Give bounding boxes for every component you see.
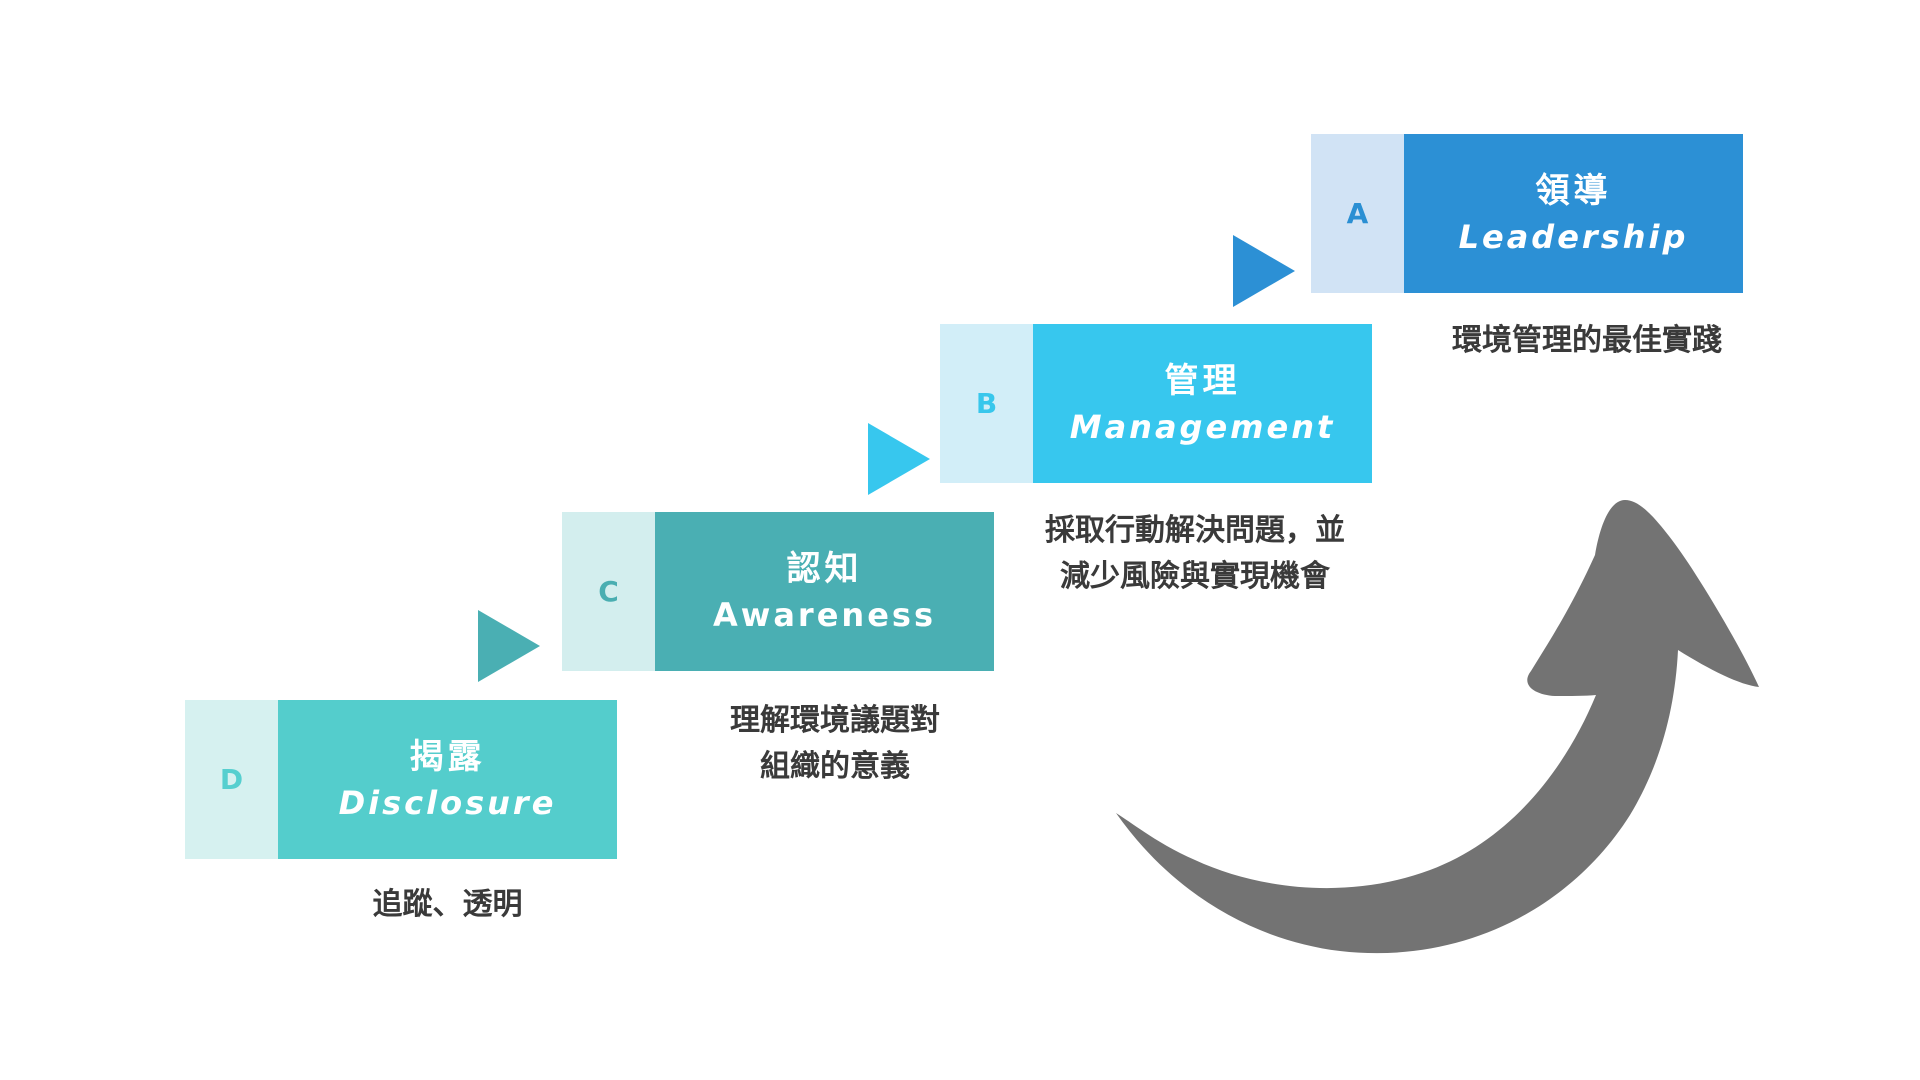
step-b-title-en: Management [1069, 407, 1336, 446]
step-c-description-line-1: 理解環境議題對 [730, 703, 940, 738]
step-a-title-zh: 領導 [1535, 170, 1612, 211]
step-d-title-zh: 揭露 [409, 736, 486, 777]
step-a-leadership: A 領導 Leadership [1311, 134, 1743, 293]
step-a-description: 環境管理的最佳實踐 [1392, 318, 1782, 364]
curved-arrow-shape [1116, 500, 1759, 954]
step-c-awareness: C 認知 Awareness [562, 512, 994, 671]
step-d-letter: D [185, 700, 278, 859]
step-c-description: 理解環境議題對 組織的意義 [620, 698, 1050, 790]
step-a-description-line: 環境管理的最佳實踐 [1452, 323, 1722, 358]
step-c-title-en: Awareness [713, 595, 936, 634]
step-d-title-en: Disclosure [338, 783, 557, 822]
step-b-management: B 管理 Management [940, 324, 1372, 483]
connector-arrow-1-icon [478, 610, 540, 682]
step-b-letter: B [940, 324, 1033, 483]
step-c-title-block: 認知 Awareness [655, 512, 994, 671]
step-b-description: 採取行動解決問題，並 減少風險與實現機會 [1000, 508, 1390, 600]
step-a-title-block: 領導 Leadership [1404, 134, 1743, 293]
step-b-description-line-2: 減少風險與實現機會 [1060, 559, 1330, 594]
step-d-title-block: 揭露 Disclosure [278, 700, 617, 859]
curved-growth-arrow-icon [1116, 500, 1759, 954]
step-a-letter: A [1311, 134, 1404, 293]
step-b-title-block: 管理 Management [1033, 324, 1372, 483]
step-d-description-line: 追蹤、透明 [372, 887, 523, 922]
step-d-description: 追蹤、透明 [185, 882, 710, 928]
connector-arrow-3-icon [1233, 235, 1295, 307]
step-c-title-zh: 認知 [786, 548, 863, 589]
step-b-description-line-1: 採取行動解決問題，並 [1045, 513, 1345, 548]
connector-arrow-2-icon [868, 423, 930, 495]
step-d-disclosure: D 揭露 Disclosure [185, 700, 617, 859]
step-c-description-line-2: 組織的意義 [760, 749, 910, 784]
step-a-title-en: Leadership [1458, 217, 1689, 256]
step-b-title-zh: 管理 [1164, 360, 1241, 401]
step-c-letter: C [562, 512, 655, 671]
